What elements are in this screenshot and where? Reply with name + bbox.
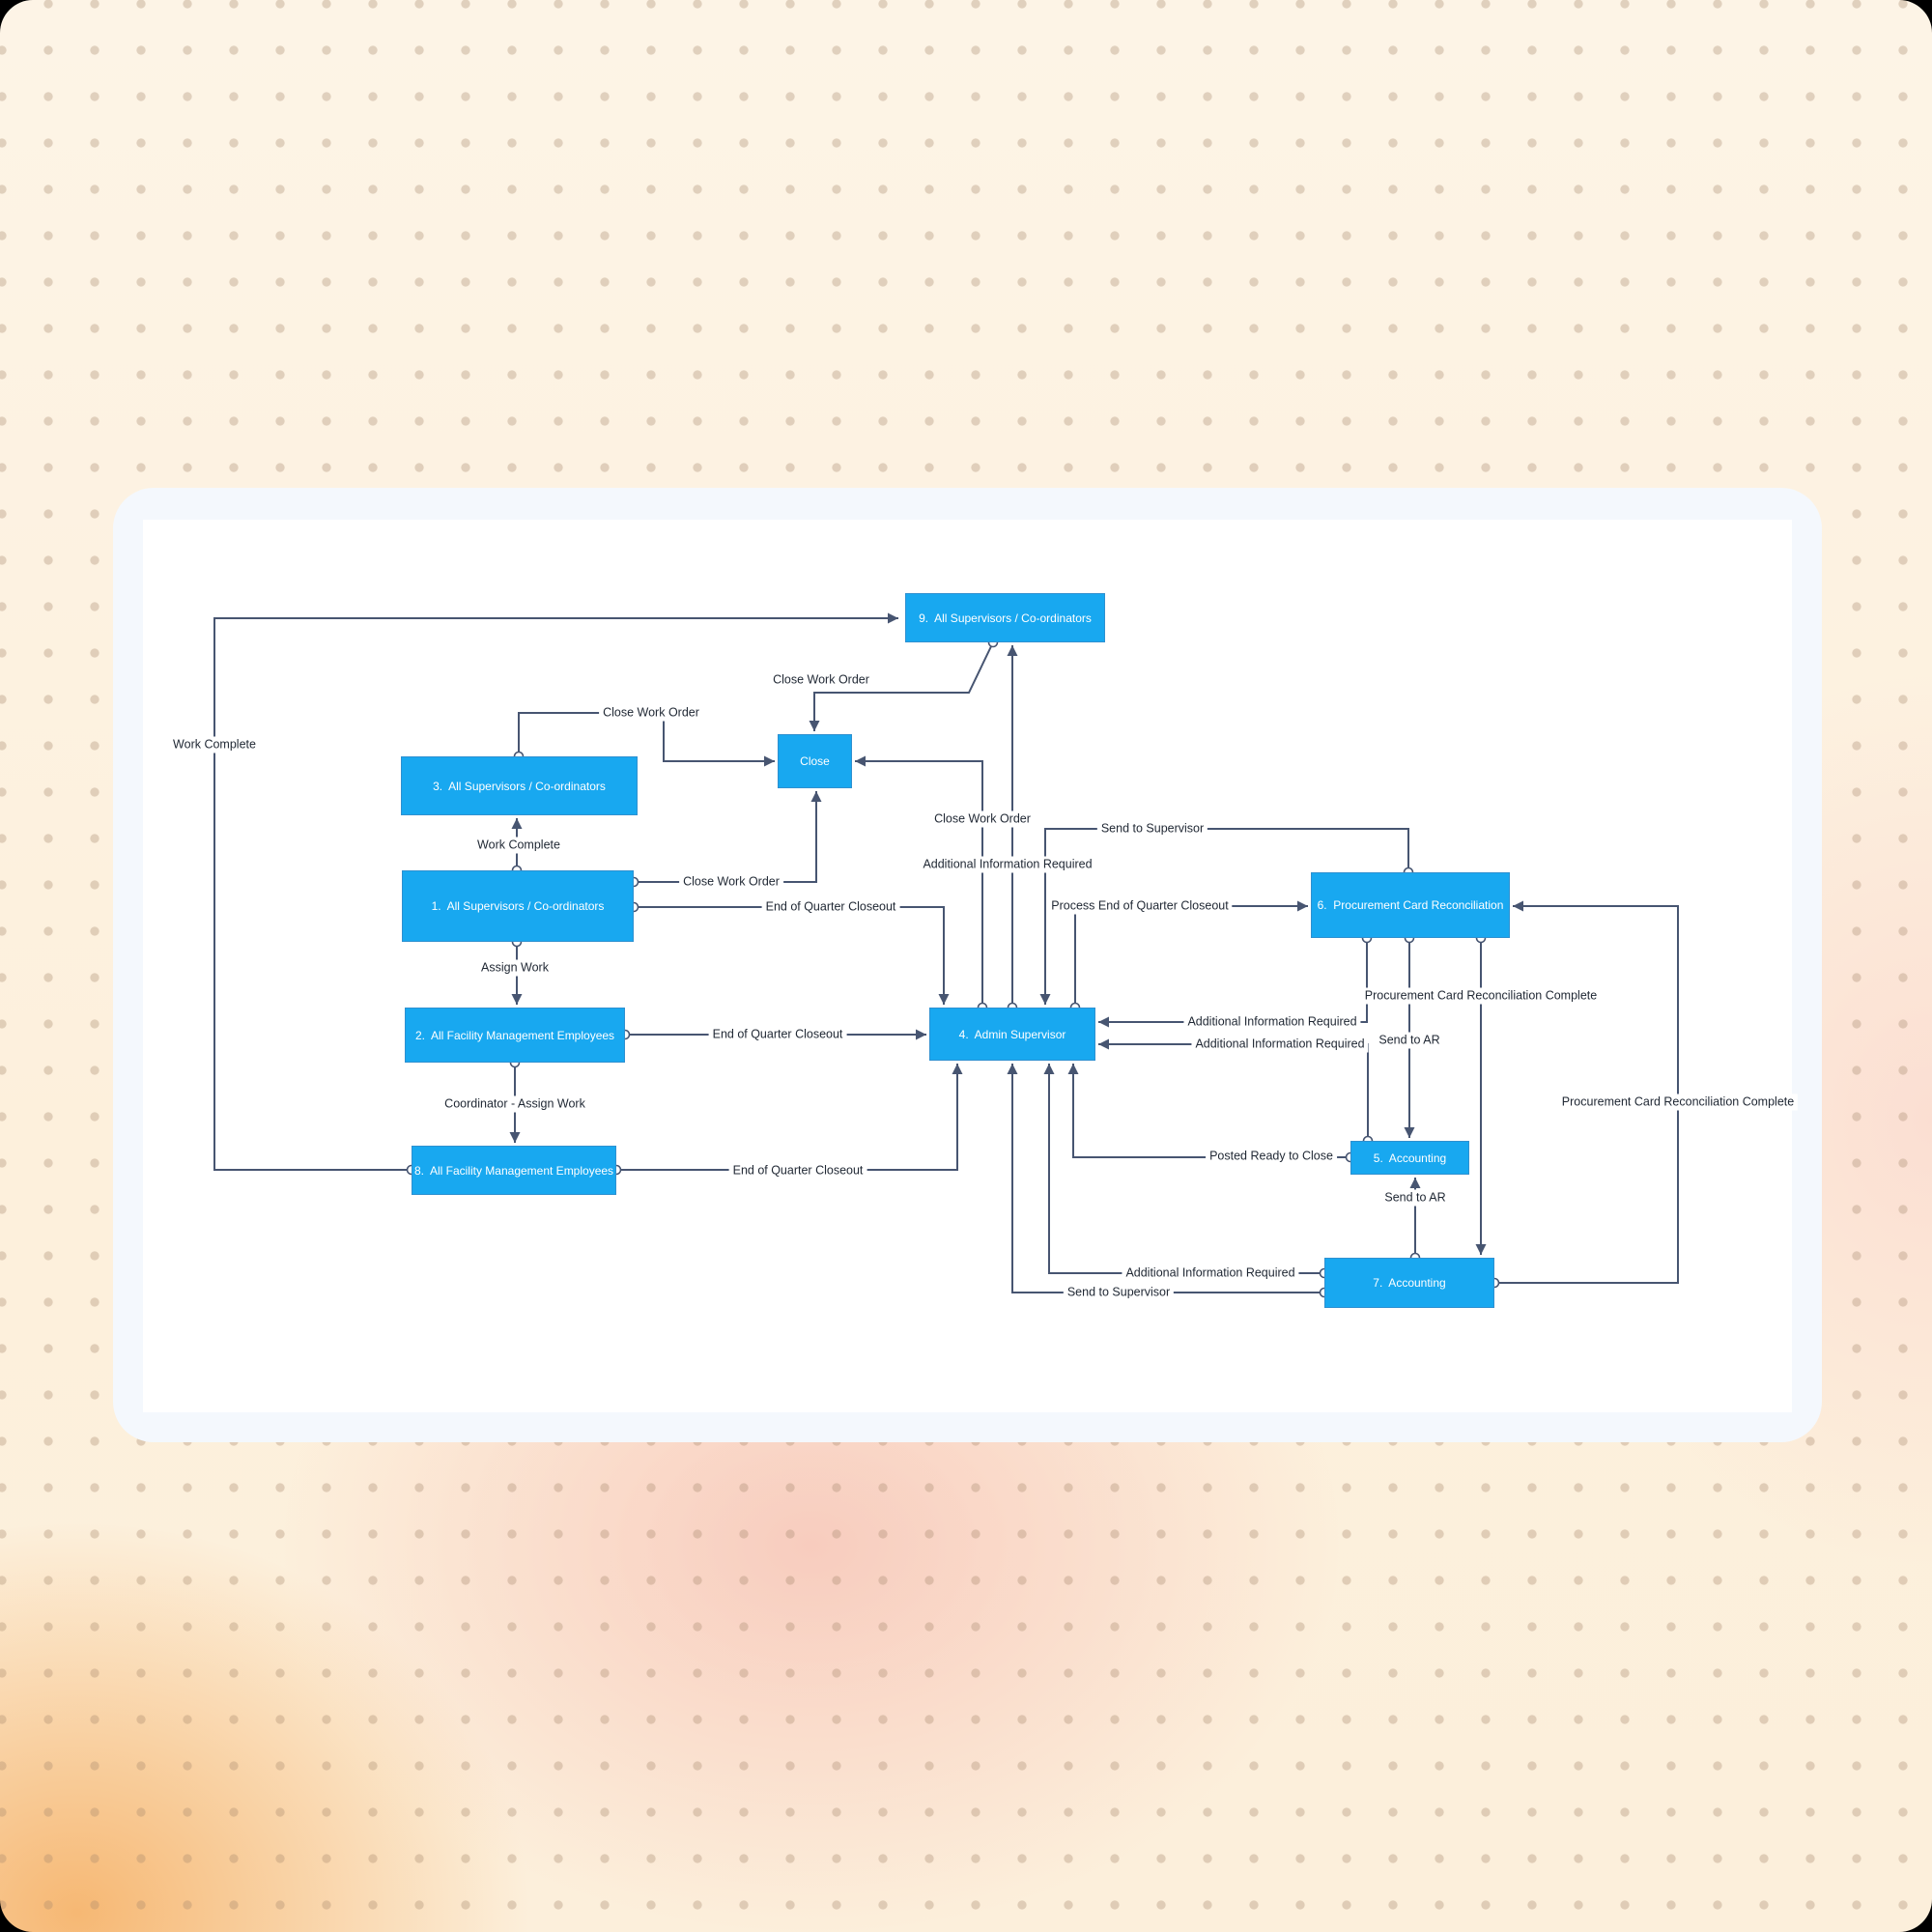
edge-additional-info-7-to-4[interactable] — [1048, 1064, 1324, 1274]
arrowhead-icon — [1297, 900, 1308, 912]
edge-work-complete-8-to-9[interactable] — [213, 617, 898, 1171]
flow-node-label: 1. All Supervisors / Co-ordinators — [431, 899, 605, 913]
edge-additional-info-5-to-4[interactable] — [1098, 1043, 1369, 1141]
edge-posted-ready-to-close-5-to-4[interactable] — [1072, 1064, 1350, 1158]
edge-close-work-order-1-to-close[interactable] — [634, 791, 817, 883]
arrowhead-icon — [1067, 1064, 1079, 1074]
flow-node-close[interactable]: Close — [778, 734, 852, 788]
arrowhead-icon — [509, 1132, 521, 1143]
flow-node-label: 2. All Facility Management Employees — [414, 1028, 615, 1042]
arrowhead-icon — [952, 1064, 963, 1074]
flow-node-label: Close — [800, 754, 830, 768]
edge-send-to-supervisor-7-to-4[interactable] — [1011, 1064, 1324, 1293]
edge-label-pcr-complete-7-to-6: Procurement Card Reconciliation Complete — [1557, 1094, 1799, 1111]
arrowhead-icon — [1098, 1038, 1109, 1050]
flow-node-label: 6. Procurement Card Reconciliation — [1317, 898, 1504, 912]
arrowhead-icon — [916, 1029, 926, 1040]
edge-end-of-quarter-closeout-8-to-4[interactable] — [616, 1064, 958, 1171]
edge-label-process-end-of-quarter-closeout-4-to-6: Process End of Quarter Closeout — [1047, 897, 1233, 915]
arrowhead-icon — [938, 994, 950, 1005]
edge-label-send-to-ar-7-to-5: Send to AR — [1380, 1189, 1450, 1207]
arrowhead-icon — [1475, 1244, 1487, 1255]
flow-node-label: 3. All Supervisors / Co-ordinators — [433, 779, 606, 793]
edge-label-assign-work-1-to-2: Assign Work — [477, 959, 553, 977]
flow-node-9[interactable]: 9. All Supervisors / Co-ordinators — [905, 593, 1105, 642]
edge-label-end-of-quarter-closeout-1-to-4: End of Quarter Closeout — [761, 898, 900, 916]
edge-process-end-of-quarter-closeout-4-to-6[interactable] — [1074, 905, 1308, 1008]
arrowhead-icon — [888, 612, 898, 624]
edge-label-pcr-complete-6-to-7: Procurement Card Reconciliation Complete — [1360, 987, 1602, 1005]
edge-close-work-order-9-to-close[interactable] — [813, 641, 994, 731]
edge-label-close-work-order-4-to-close: Close Work Order — [930, 810, 1035, 828]
flow-node-label: 9. All Supervisors / Co-ordinators — [919, 611, 1092, 625]
flow-node-label: 4. Admin Supervisor — [958, 1027, 1066, 1041]
edge-label-additional-info-7-to-4: Additional Information Required — [1122, 1264, 1299, 1282]
arrowhead-icon — [511, 994, 523, 1005]
flow-node-label: 5. Accounting — [1373, 1151, 1447, 1165]
edge-additional-info-6-to-4[interactable] — [1098, 938, 1368, 1023]
arrowhead-icon — [1043, 1064, 1055, 1074]
edge-label-posted-ready-to-close-5-to-4: Posted Ready to Close — [1206, 1148, 1337, 1165]
arrowhead-icon — [1007, 645, 1018, 656]
flow-node-6[interactable]: 6. Procurement Card Reconciliation — [1311, 872, 1510, 938]
edge-label-coordinator-assign-work-2-to-8: Coordinator - Assign Work — [440, 1095, 589, 1113]
flow-node-4[interactable]: 4. Admin Supervisor — [929, 1008, 1095, 1061]
edge-label-work-complete-8-to-9: Work Complete — [169, 736, 260, 753]
arrowhead-icon — [809, 721, 820, 731]
flow-node-7[interactable]: 7. Accounting — [1324, 1258, 1494, 1308]
edge-label-work-complete-1-to-3: Work Complete — [473, 837, 564, 854]
arrowhead-icon — [1513, 900, 1523, 912]
flow-node-2[interactable]: 2. All Facility Management Employees — [405, 1008, 625, 1063]
flow-canvas[interactable] — [143, 520, 1792, 1412]
flow-node-5[interactable]: 5. Accounting — [1350, 1141, 1469, 1175]
edge-label-send-to-supervisor-7-to-4: Send to Supervisor — [1063, 1284, 1175, 1301]
edge-send-to-supervisor-6-to-4[interactable] — [1044, 828, 1409, 1005]
arrowhead-icon — [810, 791, 822, 802]
edge-label-additional-info-5-to-4: Additional Information Required — [1191, 1036, 1369, 1053]
edge-label-close-work-order-9-to-close: Close Work Order — [769, 671, 873, 689]
edge-close-work-order-4-to-close[interactable] — [855, 760, 983, 1008]
flow-node-label: 8. All Facility Management Employees — [413, 1163, 614, 1178]
edge-label-send-to-ar-6-to-5: Send to AR — [1375, 1032, 1444, 1049]
arrowhead-icon — [511, 818, 523, 829]
edge-label-additional-info-6-to-4: Additional Information Required — [1183, 1013, 1361, 1031]
arrowhead-icon — [1409, 1178, 1421, 1188]
flow-node-1[interactable]: 1. All Supervisors / Co-ordinators — [402, 870, 634, 942]
flow-node-3[interactable]: 3. All Supervisors / Co-ordinators — [401, 756, 638, 815]
arrowhead-icon — [855, 755, 866, 767]
edge-end-of-quarter-closeout-1-to-4[interactable] — [634, 906, 945, 1005]
arrowhead-icon — [1039, 994, 1051, 1005]
edge-label-additional-info-4-to-9: Additional Information Required — [919, 856, 1096, 873]
arrowhead-icon — [764, 755, 775, 767]
edge-label-send-to-supervisor-6-to-4: Send to Supervisor — [1096, 820, 1208, 838]
flow-node-label: 7. Accounting — [1373, 1276, 1446, 1290]
arrowhead-icon — [1098, 1016, 1109, 1028]
edge-label-close-work-order-3-to-close: Close Work Order — [599, 704, 703, 722]
flow-node-8[interactable]: 8. All Facility Management Employees — [412, 1146, 616, 1195]
arrowhead-icon — [1007, 1064, 1018, 1074]
edge-label-end-of-quarter-closeout-8-to-4: End of Quarter Closeout — [728, 1162, 867, 1179]
edge-label-end-of-quarter-closeout-2-to-4: End of Quarter Closeout — [708, 1026, 847, 1043]
edge-label-close-work-order-1-to-close: Close Work Order — [679, 873, 783, 891]
arrowhead-icon — [1404, 1127, 1415, 1138]
